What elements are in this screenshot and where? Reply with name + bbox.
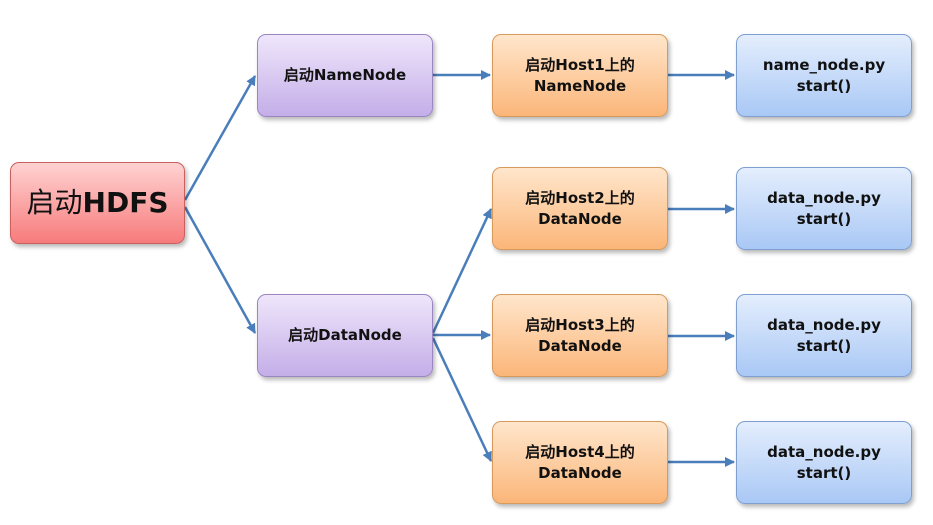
arrow-datanode-to-host4 (431, 337, 493, 462)
code3-line2: start() (796, 336, 852, 355)
data-node-start-node-2: data_node.py start() (736, 167, 912, 250)
host3-datanode-node: 启动Host3上的 DataNode (492, 294, 668, 377)
host4-line2: DataNode (538, 463, 622, 482)
start-hdfs-label: HDFS (82, 186, 169, 220)
start-namenode-node: 启动NameNode (257, 34, 433, 117)
host2-line2: DataNode (538, 209, 622, 228)
code1-line1: name_node.py (762, 56, 886, 75)
host3-line2: DataNode (538, 336, 622, 355)
host3-line1: 启动Host3上的 (525, 316, 635, 335)
start-hdfs-prefix: 启动 (26, 186, 83, 220)
arrow-root-to-namenode (183, 75, 257, 201)
host1-line1: 启动Host1上的 (525, 56, 635, 75)
data-node-start-node-3: data_node.py start() (736, 294, 912, 377)
code2-line2: start() (796, 209, 852, 228)
start-namenode-label: 启动NameNode (283, 66, 407, 85)
host4-datanode-node: 启动Host4上的 DataNode (492, 421, 668, 504)
host2-datanode-node: 启动Host2上的 DataNode (492, 167, 668, 250)
code2-line1: data_node.py (767, 189, 881, 208)
data-node-start-node-4: data_node.py start() (736, 421, 912, 504)
host2-line1: 启动Host2上的 (525, 189, 635, 208)
start-datanode-label: 启动DataNode (288, 326, 402, 345)
code4-line2: start() (796, 463, 852, 482)
arrow-datanode-to-host2 (431, 208, 493, 334)
host4-line1: 启动Host4上的 (525, 443, 635, 462)
name-node-start-node: name_node.py start() (736, 34, 912, 117)
start-datanode-node: 启动DataNode (257, 294, 433, 377)
code1-line2: start() (796, 76, 852, 95)
host1-namenode-node: 启动Host1上的 NameNode (492, 34, 668, 117)
host1-line2: NameNode (533, 76, 627, 95)
code4-line1: data_node.py (767, 443, 881, 462)
code3-line1: data_node.py (767, 316, 881, 335)
arrow-root-to-datanode (183, 206, 257, 334)
